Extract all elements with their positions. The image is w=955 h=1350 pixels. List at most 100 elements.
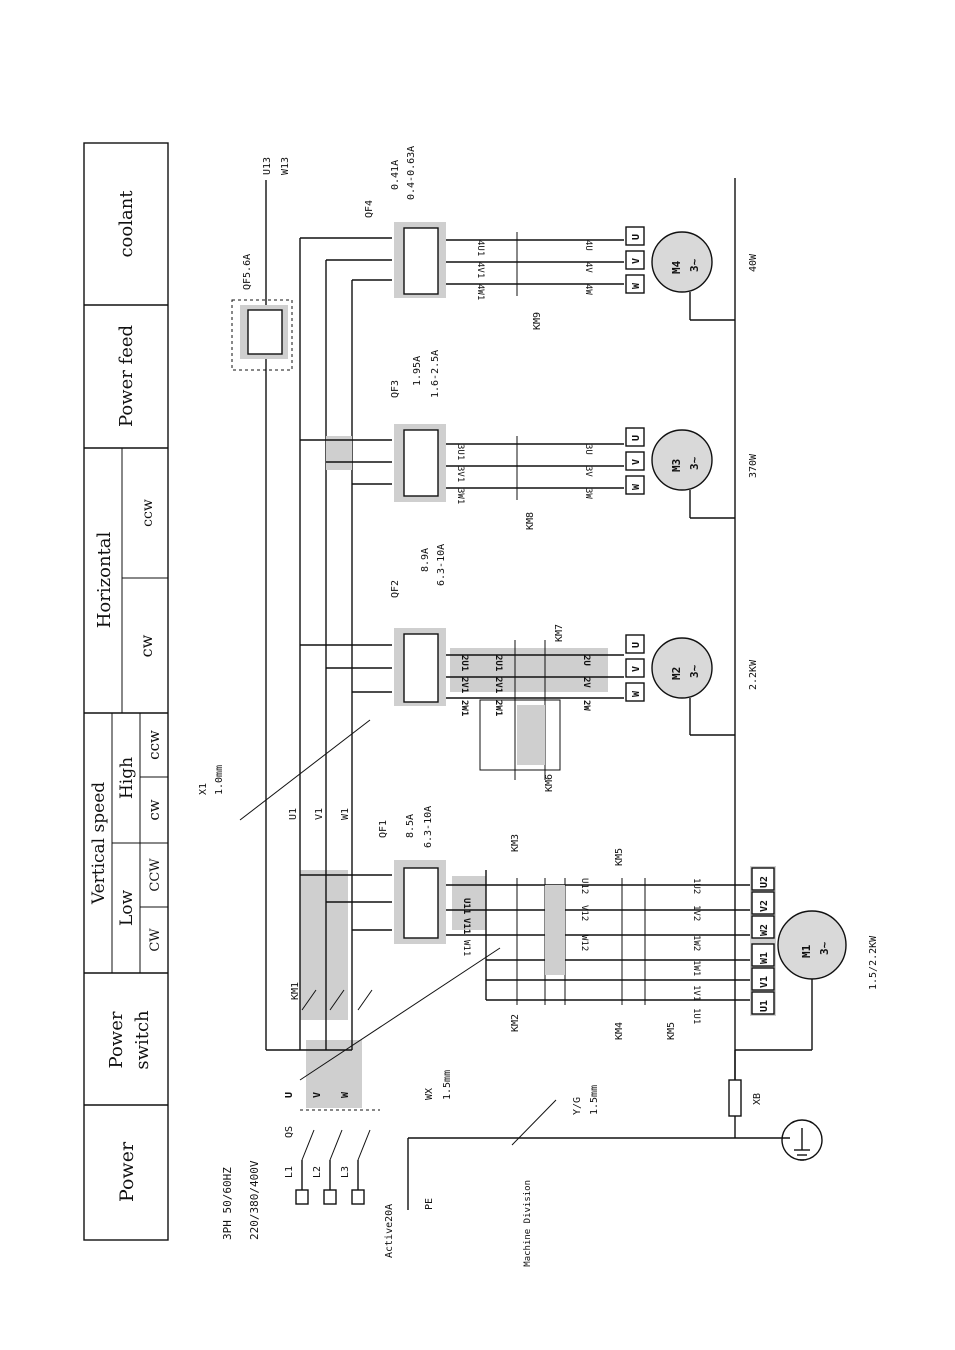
wire-2v: 2V: [581, 677, 591, 688]
cable-x1-name: X1: [198, 783, 209, 795]
m2-branch: QF2 8.9A 6.3-10A 2U1 2V1 2W1 2U1 2V1 2W1…: [300, 544, 759, 792]
header-horizontal-cw: cw: [137, 634, 156, 657]
qf4-rating: 0.41A: [390, 160, 401, 190]
qf1-range: 6.3-10A: [423, 806, 434, 848]
m2-name: M2: [670, 667, 683, 680]
header-power-switch-2: switch: [132, 1010, 153, 1070]
supply-l2: L2: [312, 1166, 323, 1178]
wire-2u: 2U: [581, 655, 591, 666]
m4-power: 40W: [748, 253, 759, 272]
m1-term-v1: V1: [759, 976, 770, 988]
switch-w: W: [340, 1091, 351, 1098]
qf1-name: QF1: [378, 820, 389, 838]
wire-4w: 4W: [583, 284, 593, 295]
wire-1v2: 1V2: [691, 905, 701, 921]
qf1-rating: 8.5A: [405, 814, 416, 838]
bus-w1: W1: [340, 808, 351, 820]
header-table: Power Power switch Vertical speed Low Hi…: [83, 142, 169, 1241]
m4-term-v: V: [631, 258, 642, 264]
qf3-rating: 1.95A: [412, 356, 423, 386]
supply-fuse: Active20A: [384, 1204, 395, 1258]
bus-w13: W13: [280, 157, 291, 175]
m3-power: 370W: [748, 453, 759, 478]
wire-v12: V12: [579, 905, 589, 921]
km2-label: KM2: [510, 1014, 521, 1032]
wire-4v: 4V: [583, 262, 593, 273]
m2-phase: 3~: [688, 664, 701, 678]
m1-term-u1: U1: [759, 1000, 770, 1012]
m1-power: 1.5/2.2KW: [868, 935, 879, 990]
bus-u1: U1: [288, 808, 299, 820]
supply-qs: QS: [284, 1126, 295, 1138]
header-coolant: coolant: [116, 190, 137, 258]
m1-name: M1: [800, 944, 813, 958]
m1-term-u2: U2: [759, 876, 770, 888]
wire-2v1-a: 2V1: [459, 677, 469, 693]
header-power-switch-1: Power: [106, 1011, 127, 1068]
bus-lines: U1 V1 W1 U13 W13 X1 1.0mm WX 1.5mm Y/G 1…: [198, 157, 763, 1267]
supply-pe: PE: [424, 1198, 435, 1210]
wire-v11: V11: [461, 918, 471, 934]
wire-w12: W12: [579, 935, 589, 951]
qf3-range: 1.6-2.5A: [430, 350, 441, 398]
cable-yg-name: Y/G: [572, 1097, 583, 1115]
cable-yg-size: 1.5mm: [589, 1085, 600, 1115]
qf4-name: QF4: [364, 200, 375, 218]
wire-2u1-a: 2U1: [459, 655, 469, 671]
wire-1u2: 1U2: [691, 878, 701, 894]
qf2-name: QF2: [390, 580, 401, 598]
qf5-name: QF5.6A: [242, 254, 253, 290]
switch-v: V: [312, 1092, 323, 1098]
wire-3u1: 3U1: [455, 444, 465, 460]
wire-u12: U12: [579, 878, 589, 894]
wire-u11: U11: [461, 898, 471, 914]
supply-km1: KM1: [290, 982, 301, 1000]
m4-term-w: W: [631, 282, 642, 289]
m4-phase: 3~: [688, 258, 701, 272]
supply-l3: L3: [340, 1166, 351, 1178]
km7-label: KM7: [554, 624, 565, 642]
wire-3w1: 3W1: [455, 488, 465, 504]
m2-term-w: W: [631, 690, 642, 697]
header-low: Low: [117, 890, 137, 927]
wire-2u1-b: 2U1: [493, 655, 503, 671]
xb-label: XB: [752, 1093, 763, 1105]
header-high-ccw: ccw: [145, 730, 163, 760]
switch-u: U: [284, 1092, 295, 1098]
m3-term-w: W: [631, 483, 642, 490]
m4-term-u: U: [631, 234, 642, 240]
wire-3u: 3U: [583, 444, 593, 455]
wire-2w1-b: 2W1: [493, 700, 503, 716]
km4-label: KM4: [614, 1022, 625, 1040]
m1-term-v2: V2: [759, 900, 770, 912]
m4-branch: QF4 0.41A 0.4-0.63A KM9 4U1 4V1 4W1 4U 4…: [326, 146, 759, 330]
motor-m4: [651, 231, 713, 293]
m3-name: M3: [670, 459, 683, 472]
m3-term-v: V: [631, 459, 642, 465]
km5-label-a: KM5: [614, 848, 625, 866]
header-low-ccw: CCW: [148, 858, 163, 892]
wire-2v1-b: 2V1: [493, 677, 503, 693]
cable-x1-size: 1.0mm: [214, 765, 225, 795]
wire-2w1-a: 2W1: [459, 700, 469, 716]
wire-4u: 4U: [583, 240, 593, 251]
m2-term-v: V: [631, 666, 642, 672]
wire-1w2: 1W2: [691, 935, 701, 951]
qf4-range: 0.4-0.63A: [406, 146, 417, 200]
km3-label: KM3: [510, 834, 521, 852]
bus-u13: U13: [262, 157, 273, 175]
wire-3v1: 3V1: [455, 466, 465, 482]
cable-wx-name: WX: [424, 1088, 435, 1100]
km5-label-b: KM5: [666, 1022, 677, 1040]
wire-3v: 3V: [583, 466, 593, 477]
qf5-group: QF5.6A: [231, 237, 392, 371]
header-power-feed: Power feed: [116, 325, 137, 427]
supply-voltage: 220/380/400V: [248, 1160, 261, 1240]
supply-l1: L1: [284, 1166, 295, 1178]
m2-term-u: U: [631, 642, 642, 648]
wire-4u1: 4U1: [475, 240, 485, 256]
m4-name: M4: [670, 260, 683, 274]
m3-branch: QF3 1.95A 1.6-2.5A KM8 3U1 3V1 3W1 3U 3V…: [300, 350, 759, 530]
cable-wx-size: 1.5mm: [442, 1070, 453, 1100]
supply-section: 3PH 50/60HZ 220/380/400V Active20A PE QS…: [221, 870, 823, 1258]
